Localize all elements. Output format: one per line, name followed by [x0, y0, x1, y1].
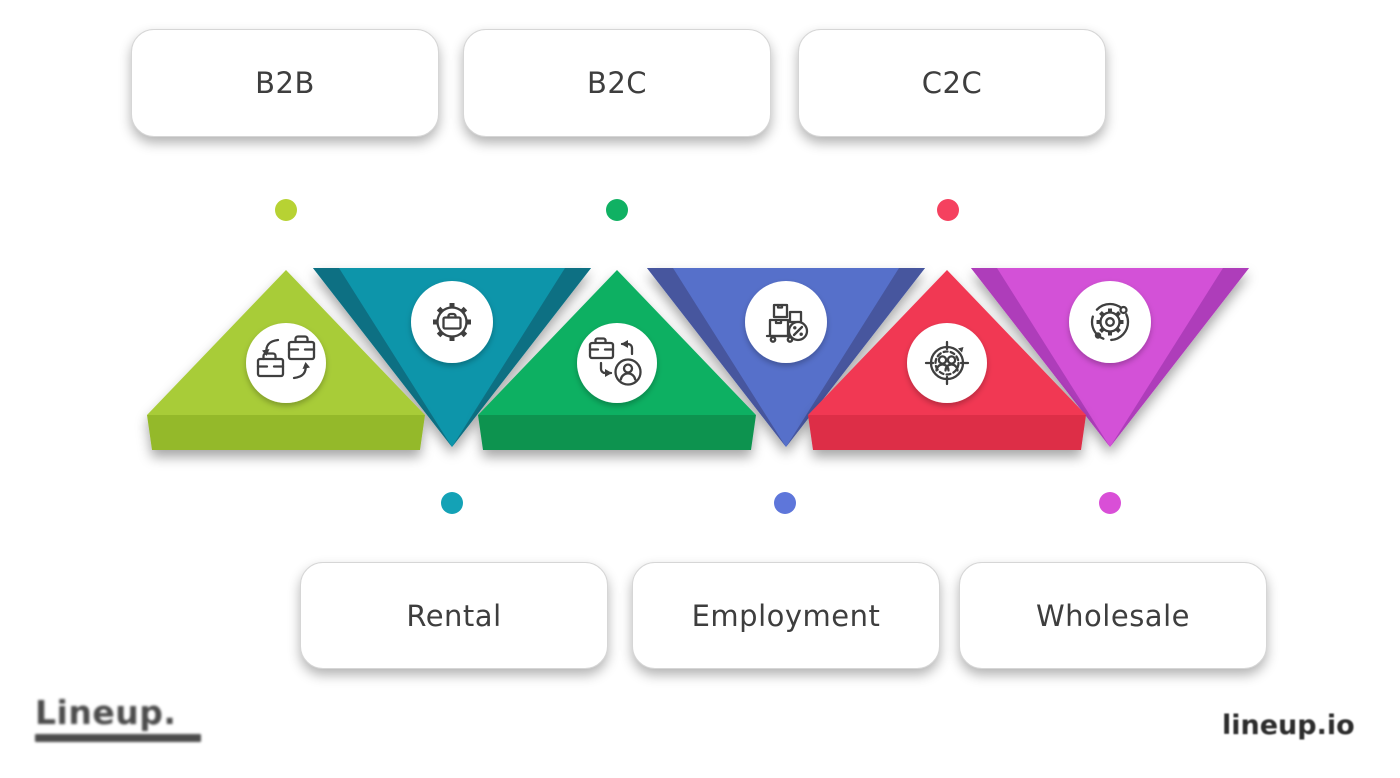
card-employment: Employment: [632, 562, 940, 669]
logo-text: Lineup.: [35, 693, 177, 732]
icon-circle-employment: [745, 281, 827, 363]
boxes-discount-icon: [765, 303, 809, 343]
dot-rental: [441, 492, 463, 514]
dot-employment: [774, 492, 796, 514]
card-c2c-label: C2C: [921, 66, 983, 100]
gear-orbit-icon: [1090, 302, 1130, 342]
briefcase-person-icon: [588, 337, 642, 386]
dot-c2c: [937, 199, 959, 221]
dot-b2c: [606, 199, 628, 221]
card-employment-label: Employment: [691, 598, 881, 633]
target-audience-icon: [924, 340, 970, 386]
dot-b2b: [275, 199, 297, 221]
card-b2c: B2C: [463, 29, 771, 137]
icon-circle-c2c: [907, 323, 987, 403]
card-b2b-label: B2B: [255, 66, 315, 100]
card-rental: Rental: [300, 562, 608, 669]
gear-briefcase-icon: [433, 303, 471, 341]
icon-circle-b2c: [577, 323, 657, 403]
card-b2c-label: B2C: [586, 66, 648, 100]
card-rental-label: Rental: [406, 598, 502, 633]
logo: Lineup.: [35, 696, 201, 742]
icon-circle-rental: [411, 281, 493, 363]
dot-wholesale: [1099, 492, 1121, 514]
card-wholesale: Wholesale: [959, 562, 1267, 669]
watermark-text: lineup.io: [1222, 710, 1355, 741]
briefcase-exchange-icon: [256, 335, 316, 380]
card-b2b: B2B: [131, 29, 439, 137]
icon-circle-wholesale: [1069, 281, 1151, 363]
card-wholesale-label: Wholesale: [1036, 598, 1190, 633]
logo-underline: [35, 734, 201, 742]
card-c2c: C2C: [798, 29, 1106, 137]
